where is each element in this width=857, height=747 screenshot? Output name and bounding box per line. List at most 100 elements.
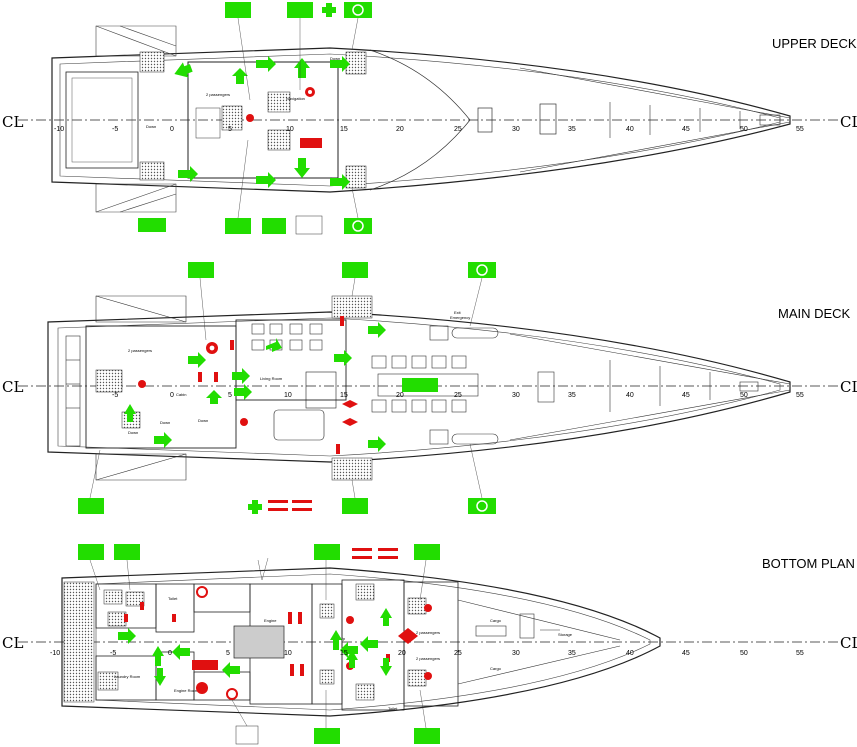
- main-label-emergency: Emergency: [450, 315, 470, 320]
- bottom-equipment-sign-icon-1: [78, 544, 104, 560]
- main-label-down-3: Down: [160, 420, 170, 425]
- svg-text:15: 15: [340, 650, 348, 657]
- bottom-label-laundry: Laundry Room: [114, 674, 141, 679]
- main-escape-arrows: [124, 322, 386, 452]
- upper-fire-alarm-icon: [300, 138, 322, 148]
- svg-text:20: 20: [398, 650, 406, 657]
- bottom-rooms: [95, 579, 459, 711]
- main-label-living-room: Living Room: [260, 376, 283, 381]
- bottom-equipment-sign-icon-4: [414, 544, 440, 560]
- main-deck-title: MAIN DECK: [778, 306, 851, 321]
- upper-stern-shelter: [65, 71, 139, 169]
- svg-text:20: 20: [396, 126, 404, 133]
- svg-text:10: 10: [284, 392, 292, 399]
- svg-text:0: 0: [170, 126, 174, 133]
- main-hull: [47, 311, 791, 463]
- bottom-equipment-sign-icon-6: [414, 728, 440, 744]
- main-living-room: [235, 319, 347, 401]
- main-label-passengers: 2 passengers: [128, 348, 152, 353]
- upper-label-down-1: Down: [330, 56, 340, 61]
- svg-text:-10: -10: [54, 126, 64, 133]
- upper-deck-title: UPPER DECK: [772, 36, 857, 51]
- svg-text:40: 40: [626, 650, 634, 657]
- svg-text:5: 5: [226, 650, 230, 657]
- bottom-label-storage: Storage: [558, 632, 573, 637]
- bottom-escape-arrows: [118, 608, 392, 686]
- main-centerline-left: CL: [2, 378, 23, 396]
- bottom-label-up-3: Up: [340, 636, 346, 641]
- main-lifebuoy-sign-icon-1: [468, 262, 496, 278]
- svg-text:25: 25: [454, 650, 462, 657]
- svg-text:10: 10: [284, 650, 292, 657]
- bottom-plan-tags: [352, 548, 398, 559]
- main-equipment-sign-icon-1: [188, 262, 214, 278]
- svg-text:55: 55: [796, 650, 804, 657]
- bottom-label-toilet-1: Toilet: [168, 596, 178, 601]
- bottom-lifebuoy-icon-3: [226, 688, 238, 700]
- main-living-tables: [251, 323, 323, 351]
- main-ticks: -5 0 5 10 15 20 25 30 35 40 45 50 55: [112, 392, 804, 399]
- bottom-red-safety-items: [124, 586, 432, 700]
- svg-text:25: 25: [454, 392, 462, 399]
- main-safety-plan-tag: [268, 500, 288, 503]
- upper-ticks: -10 -5 0 5 10 15 20 25 30 35 40 45 50 55: [54, 126, 804, 133]
- svg-text:-5: -5: [112, 126, 118, 133]
- main-fire-plan-tag: [292, 500, 312, 503]
- bottom-label-cargo-2: Cargo: [490, 666, 502, 671]
- bottom-equipment-sign-icon-3: [314, 544, 340, 560]
- bottom-ticks: -10 -5 0 5 10 15 20 25 30 35 40 45 50 55: [50, 650, 804, 657]
- bottom-fire-hose-icon: [235, 725, 259, 745]
- upper-equipment-sign-icon-3: [225, 218, 251, 234]
- main-red-safety-items: [138, 316, 358, 454]
- bottom-stern-grating: [63, 581, 95, 703]
- svg-text:20: 20: [396, 392, 404, 399]
- main-dining-tables: [371, 325, 499, 445]
- upper-label-passengers: 2 passengers: [206, 92, 230, 97]
- svg-text:0: 0: [168, 650, 172, 657]
- upper-extinguisher-icon: [295, 215, 323, 235]
- svg-text:50: 50: [740, 650, 748, 657]
- main-label-exit: Exit: [454, 310, 462, 315]
- upper-muster-station-icon: [138, 218, 166, 232]
- bottom-safety-plan-tag: [352, 548, 372, 551]
- bottom-label-passengers-1: 2 passengers: [416, 630, 440, 635]
- svg-text:-5: -5: [110, 650, 116, 657]
- main-centerline-right: CL: [840, 378, 857, 396]
- svg-text:-10: -10: [50, 650, 60, 657]
- upper-hull: [51, 47, 791, 193]
- main-equipment-sign-icon-2: [78, 498, 104, 514]
- svg-text:0: 0: [170, 392, 174, 399]
- svg-text:50: 50: [740, 126, 748, 133]
- bottom-label-engine: Engine: [264, 618, 277, 623]
- upper-fire-hose-icon: [262, 218, 286, 234]
- bottom-lifebuoy-icon-1: [196, 682, 208, 694]
- bottom-label-toilet-2: Toilet: [388, 706, 398, 711]
- svg-text:35: 35: [568, 126, 576, 133]
- svg-text:30: 30: [512, 392, 520, 399]
- svg-text:35: 35: [568, 392, 576, 399]
- bottom-equipment-sign-icon-2: [114, 544, 140, 560]
- svg-text:15: 15: [340, 392, 348, 399]
- svg-text:15: 15: [340, 126, 348, 133]
- svg-text:5: 5: [228, 392, 232, 399]
- upper-lifebuoy-sign-icon: [344, 2, 372, 18]
- svg-text:40: 40: [626, 126, 634, 133]
- main-muster-board: [402, 378, 438, 392]
- main-deck: MAIN DECK CL CL: [2, 262, 857, 514]
- svg-text:40: 40: [626, 392, 634, 399]
- upper-bowsprit: [519, 67, 791, 173]
- main-label-cabin: Cabin: [176, 392, 186, 397]
- upper-deck: UPPER DECK CL CL: [2, 2, 857, 235]
- svg-text:50: 50: [740, 392, 748, 399]
- bottom-plan: BOTTOM PLAN CL CL: [2, 544, 857, 745]
- bottom-label-cargo-1: Cargo: [490, 618, 502, 623]
- upper-equipment-sign-icon-1: [225, 2, 251, 18]
- bottom-equipment-sign-icon-5: [314, 728, 340, 744]
- main-plan-tags: [268, 500, 312, 511]
- upper-bed-hatch: [221, 105, 243, 131]
- bottom-lifebuoy-icon-2: [196, 586, 208, 598]
- main-eyewash-icon-2: [342, 498, 368, 514]
- bottom-label-engine-room: Engine Room: [174, 688, 199, 693]
- svg-text:25: 25: [454, 126, 462, 133]
